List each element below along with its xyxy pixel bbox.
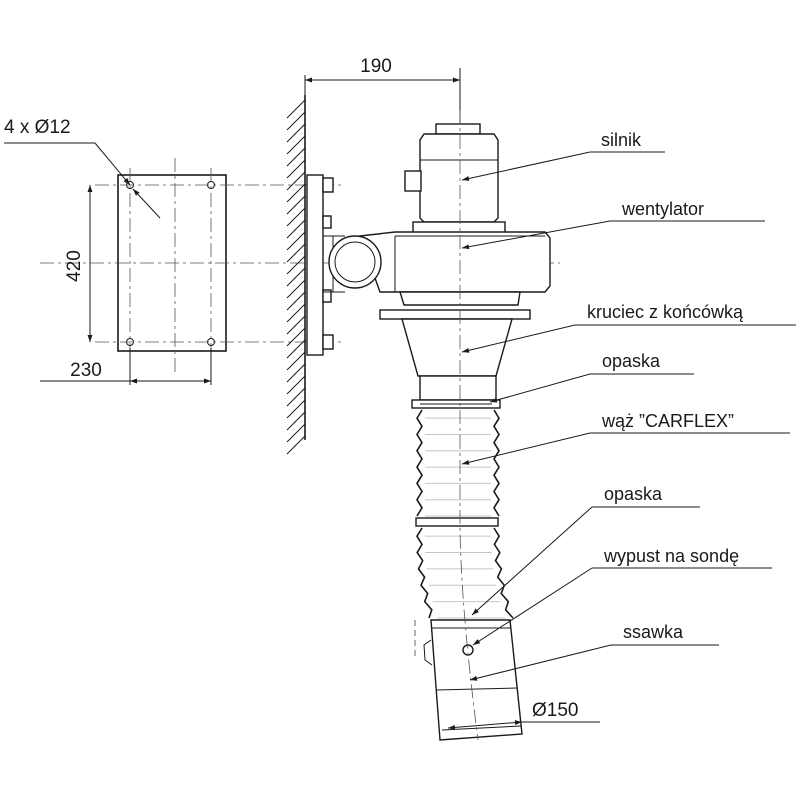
label-cone-stub: kruciec z końcówką — [587, 302, 744, 322]
hose-wall-left — [416, 409, 423, 517]
wall-hatch-line — [286, 375, 306, 395]
wall-hatch-line — [286, 207, 306, 227]
label-hose: wąż ”CARFLEX” — [601, 411, 734, 431]
wall-hatch-line — [286, 327, 306, 347]
wall-hatch-line — [286, 387, 306, 407]
wall-hatch-line — [286, 339, 306, 359]
wall-hatch-line — [286, 231, 306, 251]
carflex-hose — [415, 409, 514, 619]
label-clamp-top: opaska — [602, 351, 661, 371]
label-probe-outlet: wypust na sondę — [603, 546, 739, 566]
wall-hatch-line — [286, 243, 306, 263]
label-nozzle: ssawka — [623, 622, 684, 642]
label-motor: silnik — [601, 130, 642, 150]
cone-stub — [379, 309, 531, 401]
wall-hatch-line — [286, 183, 306, 203]
hole-spec: 4 x Ø12 — [4, 117, 71, 138]
fan-housing — [328, 231, 551, 306]
fan-inlet — [328, 235, 382, 289]
dimension-230: 230 — [70, 360, 102, 381]
wall-hatch-line — [286, 423, 306, 443]
wall-hatch-line — [286, 351, 306, 371]
wall-hatch-line — [286, 267, 306, 287]
label-clamp-bottom: opaska — [604, 484, 663, 504]
wall-hatch-line — [286, 435, 306, 455]
wall-hatch-line — [286, 363, 306, 383]
wall-hatch-line — [286, 159, 306, 179]
hose-wall-right — [493, 527, 514, 619]
callouts: silnik wentylator kruciec z końcówką opa… — [461, 130, 796, 681]
wall-hatch-line — [286, 219, 306, 239]
dimension-150-group: Ø150 — [447, 700, 600, 730]
dimension-150: Ø150 — [532, 700, 578, 721]
suction-nozzle — [414, 619, 523, 741]
hose-wall-right — [493, 409, 500, 517]
wall — [286, 95, 306, 455]
wall-hatch-line — [286, 195, 306, 215]
wall-hatch-line — [286, 147, 306, 167]
wall-hatch-line — [286, 411, 306, 431]
hose-wall-left — [416, 527, 433, 619]
wall-hatch-line — [286, 99, 306, 119]
wall-hatch-line — [286, 135, 306, 155]
dimension-190: 190 — [360, 56, 392, 77]
hose-clamp-top — [411, 399, 501, 409]
wall-hatch-line — [286, 315, 306, 335]
wall-hatch-line — [286, 279, 306, 299]
wall-hatch-line — [286, 303, 306, 323]
wall-hatch-line — [286, 123, 306, 143]
dimension-420: 420 — [64, 250, 85, 282]
motor — [404, 123, 506, 235]
wall-hatch-line — [286, 291, 306, 311]
wall-hatch-line — [286, 111, 306, 131]
wall-hatch-line — [286, 399, 306, 419]
hose-band — [415, 517, 499, 527]
dimension-190-group: 190 — [304, 56, 461, 128]
wall-hatch-line — [286, 171, 306, 191]
label-fan: wentylator — [621, 199, 704, 219]
wall-hatch-line — [286, 255, 306, 275]
